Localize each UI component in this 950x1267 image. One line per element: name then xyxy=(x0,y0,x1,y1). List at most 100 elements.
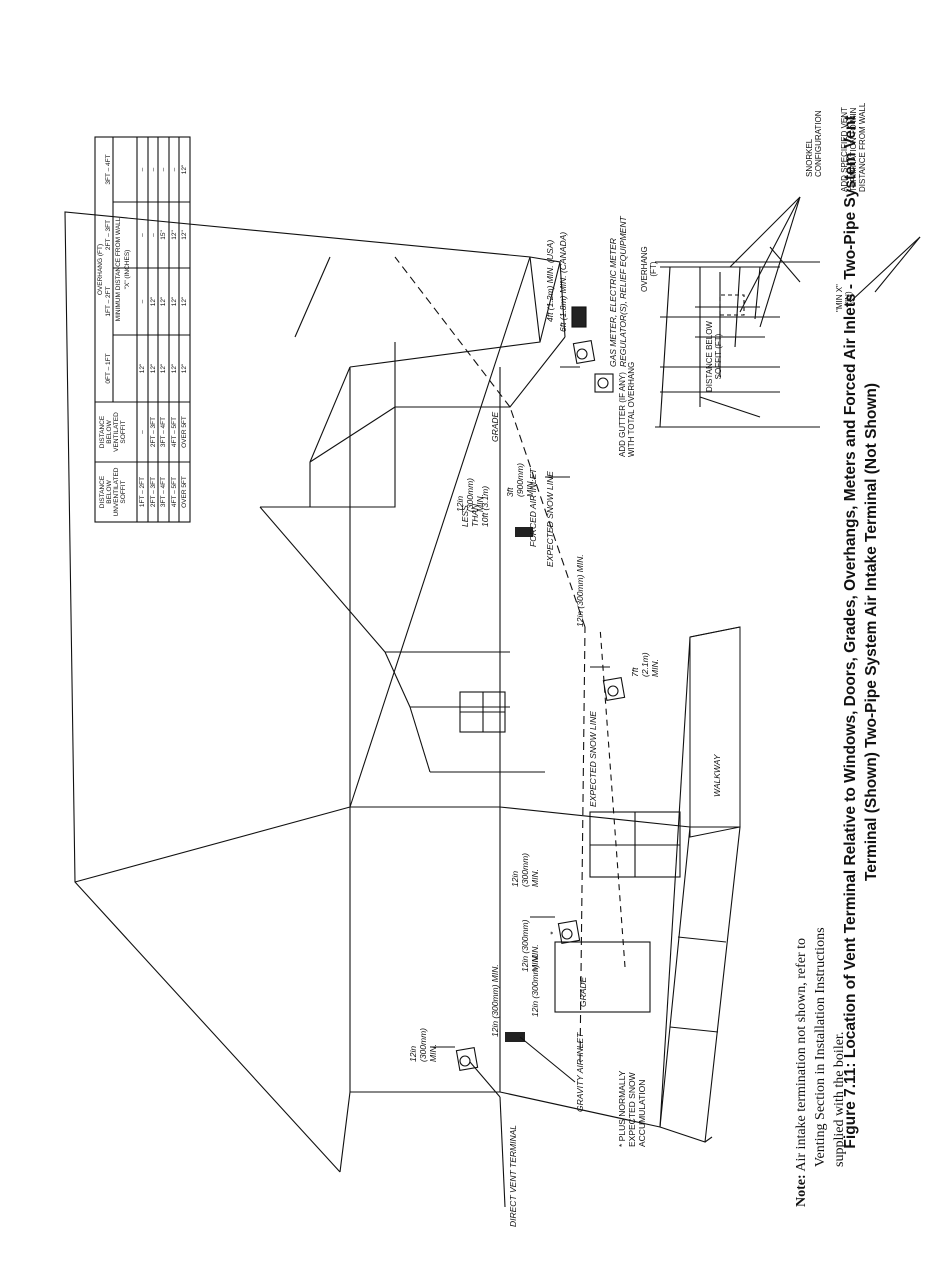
header-line: UNVENTILATED xyxy=(113,467,120,517)
note-line-2: Venting Section in Installation Instruct… xyxy=(813,927,828,1167)
dim-12in-d: 12in (300mm) MIN. xyxy=(520,920,540,972)
dim-less-than-10ft: LESS THAN 10ft (3.1m) xyxy=(460,486,490,527)
walkway-label: WALKWAY xyxy=(712,754,722,797)
dim-4ft: 4ft (1.2m) MIN. (USA) xyxy=(545,239,555,322)
expected-snow-line-2: EXPECTED SNOW LINE xyxy=(545,471,555,567)
dim-12in-a: 12in (300mm) MIN. xyxy=(408,1028,438,1062)
text-line: * PLUS NORMALLY xyxy=(617,1070,627,1147)
text-line: MIN. xyxy=(530,869,540,887)
cell: 12" xyxy=(181,164,188,175)
cell: 12" xyxy=(171,230,178,240)
text-line: MIN. xyxy=(525,479,535,497)
overhang-label: OVERHANG (FT) xyxy=(640,246,658,292)
building-drawing xyxy=(64,211,741,1208)
clearance-table xyxy=(94,136,191,523)
text-line: (900mm) xyxy=(515,462,525,497)
text-line: (300mm) xyxy=(418,1027,428,1062)
table-text: DISTANCE BELOW UNVENTILATED SOFFIT DISTA… xyxy=(95,137,190,522)
cell: 2FT – 3FT xyxy=(150,416,157,448)
text-line: ACCUMULATION xyxy=(637,1079,647,1147)
grade-right-label: GRADE xyxy=(490,411,500,442)
dim-3ft: 3ft (900mm) MIN. xyxy=(505,463,535,497)
note-line-1: Air intake termination not shown, refer … xyxy=(794,937,809,1172)
text-line: MIN. xyxy=(530,954,540,972)
cell: 12" xyxy=(181,363,188,374)
cell: 12" xyxy=(171,363,178,374)
figure-caption: Figure 7.11: Location of Vent Terminal R… xyxy=(840,37,882,1227)
header-line: BELOW xyxy=(106,480,113,504)
overhang-detail xyxy=(655,196,921,428)
header-line: DISTANCE xyxy=(99,475,106,509)
text-line: MIN. xyxy=(650,659,660,677)
text-line: EXPECTED SNOW xyxy=(627,1072,637,1147)
cell: OVER 5FT xyxy=(181,476,188,508)
roof-outline xyxy=(64,211,541,1173)
text-line: ADD GUTTER (IF ANY) xyxy=(618,372,627,457)
cell: – xyxy=(150,233,157,237)
overhang-col-3: 3FT – 4FT xyxy=(105,154,112,185)
cell: – xyxy=(139,430,146,434)
x-inches-header: "X" (INCHES) xyxy=(124,249,131,290)
text-line: MIN. xyxy=(428,1044,438,1062)
text-line: REGULATOR(S), RELIEF EQUIPMENT xyxy=(618,216,628,367)
header-line: SOFFIT xyxy=(120,480,127,504)
table-col1-header: DISTANCE BELOW UNVENTILATED SOFFIT xyxy=(99,462,127,522)
text-line: 7ft xyxy=(630,667,640,677)
text-line: SOFFIT (FT) xyxy=(714,333,723,380)
text-line: 12in (300mm) xyxy=(520,919,530,972)
text-line: (2.1m) xyxy=(640,652,650,677)
cell: 12" xyxy=(171,296,178,307)
header-line: BELOW xyxy=(106,420,113,444)
text-line: 12in xyxy=(408,1045,418,1062)
table-col2-header: DISTANCE BELOW VENTILATED SOFFIT xyxy=(99,402,127,462)
text-line: THAN xyxy=(470,503,480,527)
cell: 12" xyxy=(181,296,188,307)
cell: – xyxy=(171,167,178,172)
cell: 12" xyxy=(150,296,157,307)
header-line: VENTILATED xyxy=(113,412,120,452)
note-label: Note: xyxy=(794,1174,809,1207)
vent-terminal-symbols xyxy=(455,306,626,1072)
cell: OVER 5FT xyxy=(181,416,188,448)
text-line: WITH TOTAL OVERHANG xyxy=(627,361,636,457)
star-mark: * xyxy=(548,931,558,935)
cell: 12" xyxy=(160,363,167,374)
overhang-col-1: 1FT – 2FT xyxy=(105,286,112,317)
dim-7ft: 7ft (2.1m) MIN. xyxy=(630,652,660,677)
gutter-label: ADD GUTTER (IF ANY) WITH TOTAL OVERHANG xyxy=(618,362,636,457)
text-line: 12in xyxy=(510,870,520,887)
cell: 2FT – 3FT xyxy=(150,476,157,508)
cell: 4FT – 5FT xyxy=(171,416,178,448)
dim-12in-e: 12in (300mm) MIN. xyxy=(575,554,585,627)
text-line: SNORKEL xyxy=(805,138,814,177)
text-line: (FT) xyxy=(649,261,658,277)
cell: – xyxy=(139,233,146,237)
cell: 15" xyxy=(160,230,167,240)
min-distance-header: MINIMUM DISTANCE FROM WALL xyxy=(115,217,122,322)
cell: 3FT – 4FT xyxy=(160,476,167,508)
text-line: GAS METER, ELECTRIC METER xyxy=(608,238,618,367)
cell: 4FT – 5FT xyxy=(171,476,178,508)
cell: – xyxy=(139,167,146,172)
cell: 12" xyxy=(150,363,157,374)
overhang-header: OVERHANG (FT) xyxy=(97,243,104,296)
cell: 12" xyxy=(160,296,167,307)
overhang-col-2: 2FT – 3FT xyxy=(105,219,112,251)
text-line: CONFIGURATION xyxy=(814,110,823,177)
dim-6ft: 6ft (1.8m) MIN. (CANADA) xyxy=(558,231,568,332)
caption-line-1: Figure 7.11: Location of Vent Terminal R… xyxy=(842,115,859,1149)
snorkel-label: SNORKEL CONFIGURATION xyxy=(805,110,823,177)
cell: – xyxy=(150,167,157,172)
walkway-slab xyxy=(689,626,741,838)
cell: – xyxy=(160,167,167,172)
expected-snow-line-1: EXPECTED SNOW LINE xyxy=(588,711,598,807)
dim-12in-b: 12in (300mm) MIN. xyxy=(490,964,500,1037)
text-line: 10ft (3.1m) xyxy=(480,485,490,527)
gravity-air-inlet-label: GRAVITY AIR INLET xyxy=(575,1032,585,1112)
cell: 3FT – 4FT xyxy=(160,416,167,448)
text-line: 3ft xyxy=(505,487,515,497)
distance-below-label: DISTANCE BELOW SOFFIT (FT) xyxy=(705,321,723,392)
